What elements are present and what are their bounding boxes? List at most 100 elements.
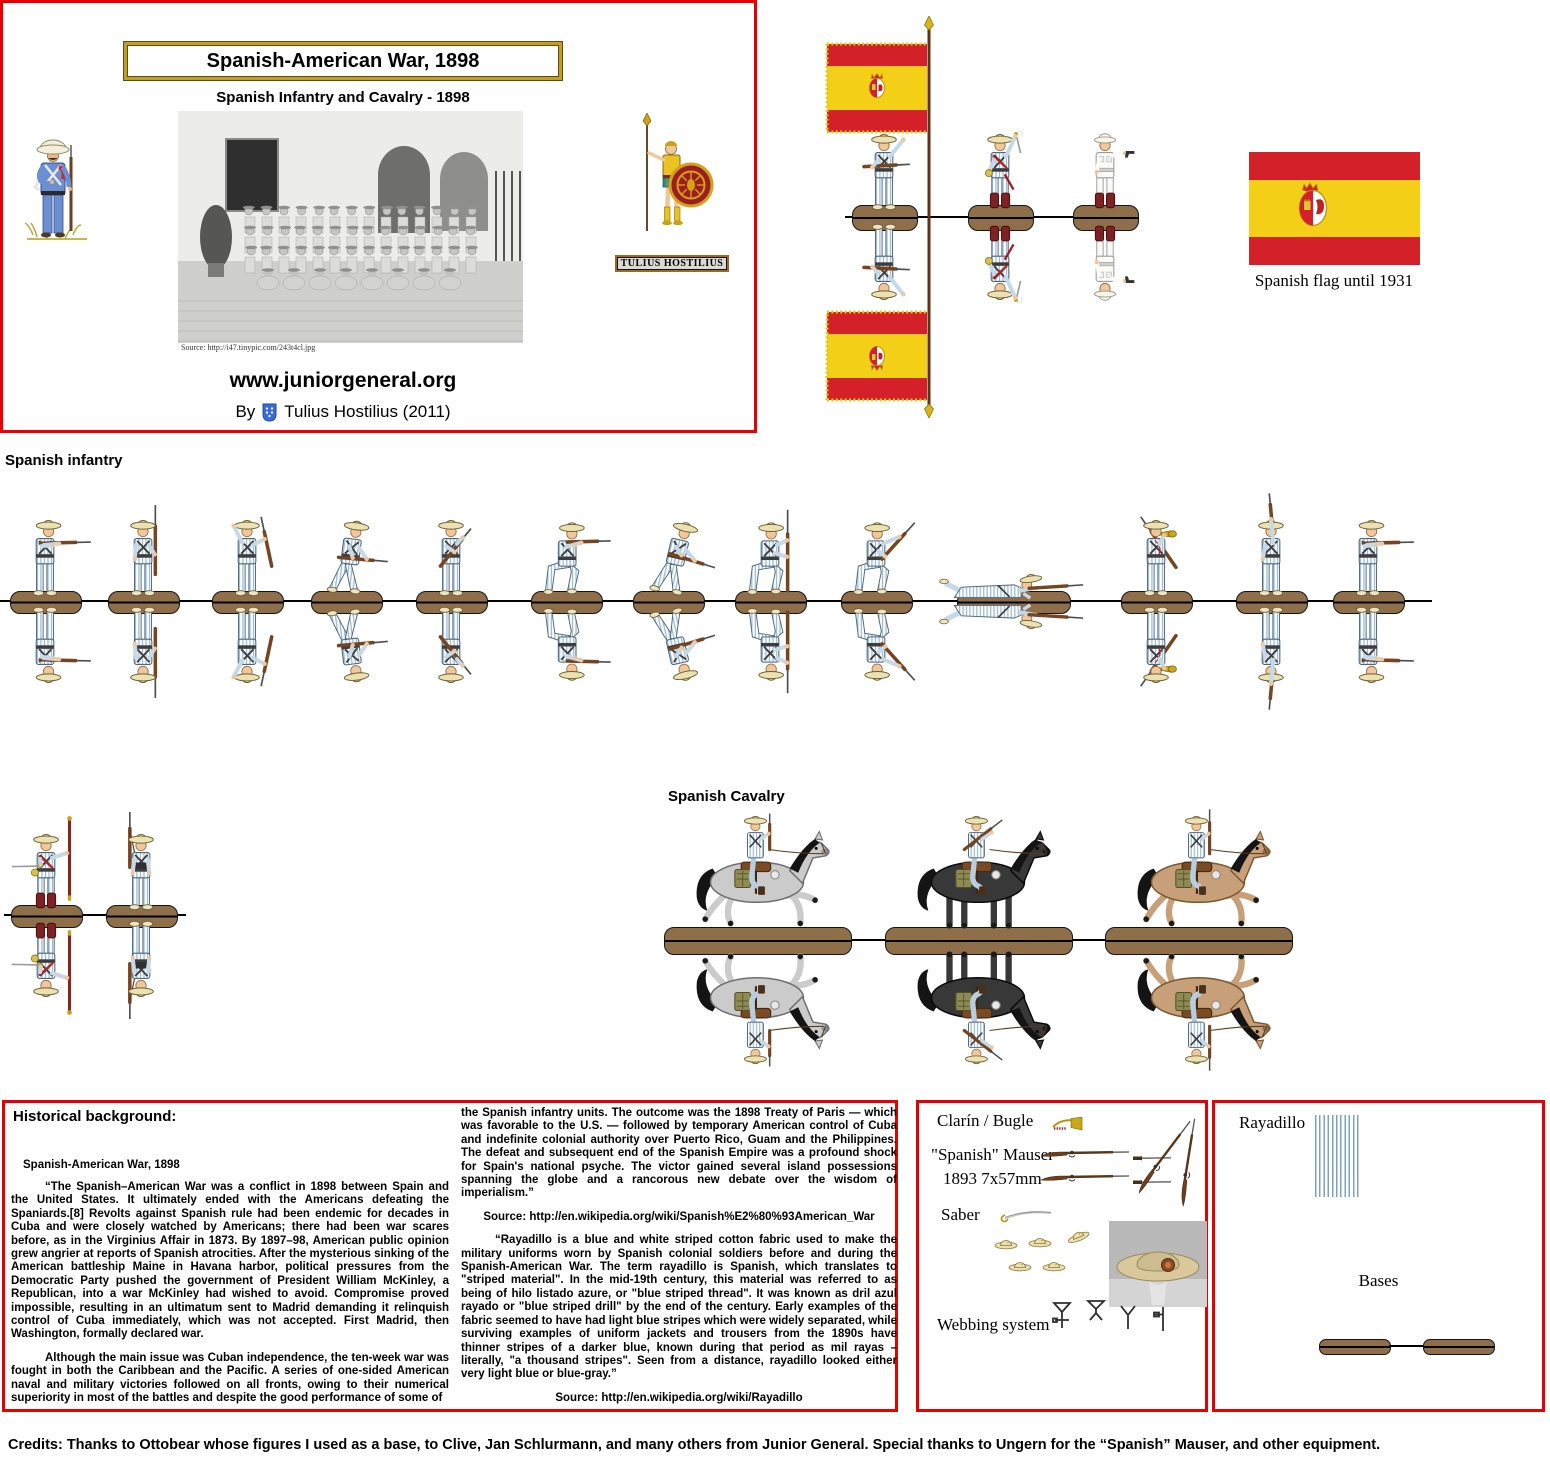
cavalry-figure-gray-horse (667, 803, 847, 935)
historical-paragraph: Although the main issue was Cuban indepe… (11, 1351, 449, 1405)
figure-base (841, 590, 913, 614)
straw-hat-icon (1007, 1259, 1033, 1272)
figure-soldier-attention (94, 806, 188, 912)
webbing-label: Webbing system (937, 1315, 1050, 1334)
bugle-label: Clarín / Bugle (937, 1111, 1034, 1130)
byline: By Tulius Hostilius (2011) (123, 402, 563, 422)
historical-paragraph: “Rayadillo is a blue and white striped c… (461, 1234, 897, 1381)
mauser-rifle-icon-vertical (1172, 1115, 1202, 1208)
rayadillo-swatch (1315, 1115, 1361, 1197)
figure-port-arms (404, 492, 498, 598)
photo-caption: Source: http://i47.tinypic.com/243t4cl.j… (181, 343, 316, 352)
mauser-label-line1: "Spanish" Mauser (931, 1145, 1054, 1164)
cavalry-figure-gray-horse-mirror (667, 945, 847, 1077)
figure-kneeling-firing (519, 492, 613, 598)
historical-heading: Historical background: (13, 1108, 177, 1125)
spanish-flag-image (1249, 152, 1420, 265)
straw-hat-icon (1064, 1225, 1093, 1247)
base-connector (1389, 1345, 1423, 1347)
base-sample (1423, 1339, 1495, 1355)
equipment-panel: Clarín / Bugle "Spanish" Mauser 1893 7x5… (916, 1100, 1208, 1412)
byline-prefix: By (235, 402, 256, 421)
figure-standing-firing-mirror (0, 605, 92, 711)
figure-kneeling-rifle-vertical-mirror (723, 605, 817, 711)
figure-officer-pistol (1058, 106, 1152, 212)
mauser-rifle-icon (1039, 1145, 1131, 1159)
figure-port-arms-mirror (404, 605, 498, 711)
historical-column-1: “The Spanish–American War was a conflict… (11, 1181, 449, 1416)
figure-rifle-overhead (1224, 492, 1318, 598)
bases-label: Bases (1358, 1271, 1399, 1290)
figure-base (1105, 927, 1293, 955)
figure-advancing (299, 492, 393, 598)
figure-base (416, 590, 488, 614)
carried-spanish-flag (823, 42, 929, 134)
historical-column-2: the Spanish infantry units. The outcome … (461, 1107, 897, 1415)
fold-line (0, 600, 1432, 602)
historical-paragraph: “The Spanish–American War was a conflict… (11, 1181, 449, 1341)
figure-flag-bearer-mirror (837, 222, 931, 328)
webbing-icon (1151, 1305, 1173, 1335)
straw-hat-icon (993, 1237, 1019, 1250)
figure-officer-pistol-mirror (1058, 222, 1152, 328)
figure-charging-mirror (621, 605, 715, 711)
figure-bugler-mirror (1109, 605, 1203, 711)
byline-author: Tulius Hostilius (2011) (284, 402, 451, 421)
straw-hat-icon (1027, 1235, 1053, 1248)
mauser-rifle-icon (1039, 1169, 1131, 1183)
figure-officer-sword (953, 106, 1047, 212)
figure-base (968, 205, 1034, 231)
historical-paragraph: the Spanish infantry units. The outcome … (461, 1107, 897, 1200)
tulius-hostilius-figure (621, 113, 716, 258)
fold-line (4, 914, 186, 916)
source-link-text: Source: http://en.wikipedia.org/wiki/Spa… (483, 1210, 875, 1223)
webbing-icon (1117, 1303, 1139, 1333)
carried-spanish-flag-mirror (823, 310, 929, 402)
figure-waving (200, 492, 294, 598)
author-shield-icon (262, 403, 277, 422)
saber-icon (997, 1207, 1055, 1223)
figure-standing-firing-mirror (1321, 605, 1415, 711)
flag-pole (921, 16, 937, 418)
website-text: www.juniorgeneral.org (229, 369, 457, 392)
figure-base (311, 590, 383, 614)
cavalry-section-label: Spanish Cavalry (668, 788, 785, 805)
figure-base (108, 590, 180, 614)
cavalry-figure-black-horse (888, 803, 1068, 935)
figure-prone-firing-mirror (938, 598, 1088, 644)
figure-advancing-mirror (299, 605, 393, 711)
figure-kneeling-rifle-vertical (723, 492, 817, 598)
figure-base (106, 904, 178, 928)
group-photo (178, 111, 523, 343)
figure-base (1121, 590, 1193, 614)
title-box: Spanish-American War, 1898 (123, 41, 563, 81)
figure-base (885, 927, 1073, 955)
figure-officer-flagpole-mirror (0, 919, 93, 1025)
figure-officer-flagpole (0, 806, 93, 912)
figure-standing-order-arms-mirror (96, 605, 190, 711)
infantry-section-label: Spanish infantry (5, 452, 123, 469)
figure-flag-bearer (837, 106, 931, 212)
mauser-rifle-icon-diagonal (1129, 1115, 1197, 1196)
bayonet-icon (1131, 1153, 1173, 1163)
figure-officer-sword-mirror (953, 222, 1047, 328)
figure-base (633, 590, 705, 614)
webbing-icon (1085, 1299, 1107, 1329)
rayadillo-label: Rayadillo (1239, 1113, 1306, 1132)
figure-bugler (1109, 492, 1203, 598)
page-title: Spanish-American War, 1898 (127, 45, 559, 77)
figure-kneeling-firing-mirror (519, 605, 613, 711)
figure-standing-firing (1321, 492, 1415, 598)
credits-text: Credits: Thanks to Ottobear whose figure… (8, 1437, 1381, 1453)
samples-panel: Rayadillo Bases (1212, 1100, 1545, 1412)
colonial-soldier-illustration (13, 127, 108, 287)
figure-standing-order-arms (96, 492, 190, 598)
figure-soldier-attention-mirror (94, 919, 188, 1025)
figure-base (1236, 590, 1308, 614)
figure-rifle-overhead-mirror (1224, 605, 1318, 711)
figure-base (664, 927, 852, 955)
webbing-icon (1051, 1301, 1073, 1331)
figure-base (10, 590, 82, 614)
